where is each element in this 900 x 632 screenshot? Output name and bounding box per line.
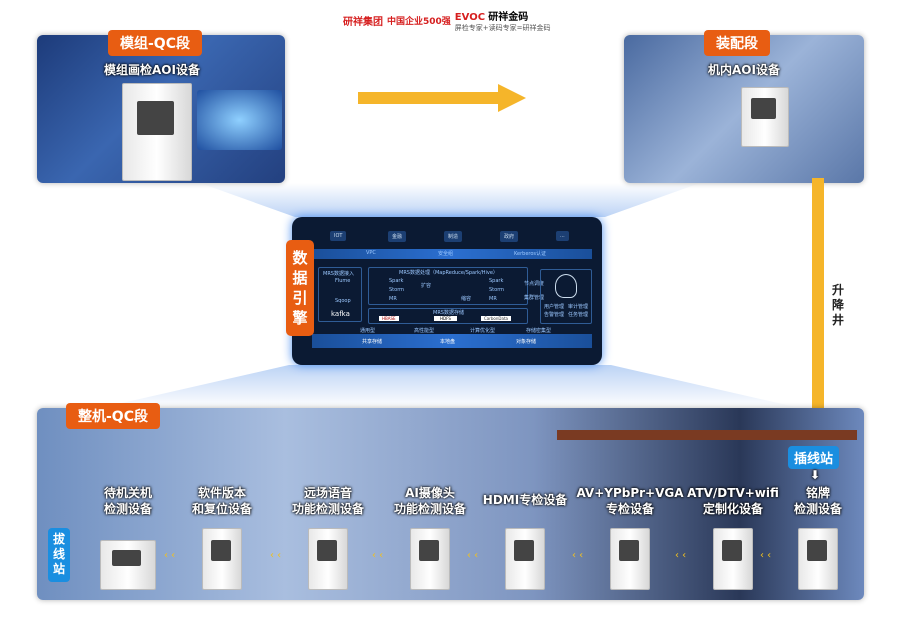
scale-out: 扩容: [421, 283, 432, 289]
module-qc-tag: 模组-QC段: [108, 30, 202, 56]
process-title: MRS数据处理（MapReduce/Spark/Hive）: [399, 270, 498, 276]
display-panel: [197, 90, 282, 150]
object-storage: 对象存储: [516, 339, 537, 345]
beam-top: [200, 183, 700, 217]
data-engine-label: 数据引擎: [292, 249, 308, 327]
device-label: 待机关机 检测设备: [103, 486, 152, 516]
test-machine: [410, 528, 450, 590]
device-label: 软件版本 和复位设备: [191, 486, 252, 516]
scale-in: 缩容: [461, 296, 472, 302]
storage-layer: [312, 334, 592, 348]
storage-carbondata: CarbonData: [481, 316, 511, 321]
process-box: MRS数据处理（MapReduce/Spark/Hive） Spark Stor…: [368, 267, 528, 305]
test-machine: [308, 528, 348, 590]
ingest-box: MRS数据接入 Flume Sqoop kafka: [318, 267, 362, 322]
assembly-tag: 装配段: [704, 30, 770, 56]
flow-arrow-left-icon: ‹ ‹: [675, 550, 687, 561]
chip-more: ...: [556, 231, 569, 241]
chip-iot: IOT: [330, 231, 347, 241]
flow-arrow-down: [805, 178, 831, 442]
device-label: 铭牌 检测设备: [793, 486, 842, 516]
flow-arrow-right: [358, 84, 526, 112]
data-engine-panel: IOT 金融 制造 政府 ... VPC 安全组 Kerberos认证 MRS数…: [292, 217, 602, 365]
user-management: 用户管理: [544, 304, 565, 310]
instance-high-performance: 高性能型: [414, 328, 435, 334]
network-layer: [312, 249, 592, 259]
plug-in-station: 插线站: [788, 446, 840, 469]
network-security-group: 安全组: [438, 251, 454, 257]
flow-arrow-left-icon: ‹ ‹: [270, 550, 282, 561]
red-beam: [557, 430, 857, 440]
task-management: 任务管理: [568, 312, 589, 318]
unplug-label: 拔线站: [52, 532, 65, 576]
test-machine: [798, 528, 838, 590]
lift-label: 升降井: [832, 283, 845, 327]
ingest-flume: Flume: [335, 278, 351, 284]
storage-hdfs: HDFS: [434, 316, 457, 321]
device-label: AV+YPbPr+VGA 专检设备: [576, 486, 684, 516]
flow-arrow-left-icon: ‹ ‹: [372, 550, 384, 561]
aoi-machine: [741, 87, 789, 147]
test-machine: [202, 528, 242, 590]
process-storm-2: Storm: [489, 287, 505, 293]
aoi-machine: [122, 83, 192, 181]
flow-arrow-left-icon: ‹ ‹: [164, 550, 176, 561]
network-kerberos: Kerberos认证: [514, 251, 547, 257]
unplug-station: 拔线站: [48, 528, 70, 582]
local-disk: 本地盘: [440, 339, 456, 345]
instance-general: 通用型: [360, 328, 376, 334]
down-arrow-icon: ⬇: [810, 468, 821, 482]
process-spark-2: Spark: [489, 278, 504, 284]
storage-box: MRS数据存储 HBASE HDFS CarbonData: [368, 308, 528, 324]
logo-brand: 研祥集团: [343, 16, 383, 28]
ingest-sqoop: Sqoop: [335, 298, 351, 304]
device-label: ATV/DTV+wifi 定制化设备: [687, 486, 779, 516]
test-machine: [100, 540, 156, 590]
assembly-photo: 机内AOI设备: [624, 35, 864, 183]
instance-storage: 存储密集型: [526, 328, 552, 334]
process-mr: MR: [389, 296, 397, 302]
device-label: 远场语音 功能检测设备: [291, 486, 364, 516]
assembly-device-label: 机内AOI设备: [708, 63, 780, 77]
brain-gear-icon: [555, 274, 577, 298]
shared-storage: 共享存储: [362, 339, 383, 345]
test-machine: [713, 528, 753, 590]
flow-arrow-left-icon: ‹ ‹: [760, 550, 772, 561]
instance-compute: 计算优化型: [470, 328, 496, 334]
data-engine-tag: 数据引擎: [286, 240, 314, 336]
logo-evoc: EVOC: [454, 11, 486, 23]
logo-slogan: 屏检专家+读码专家=研祥金码: [454, 23, 551, 32]
alarm-management: 告警管理: [544, 312, 565, 318]
process-spark: Spark: [389, 278, 404, 284]
logo-rank: 中国企业500强: [387, 16, 451, 27]
final-qc-tag: 整机-QC段: [66, 403, 160, 429]
chip-government: 政府: [500, 231, 519, 242]
network-vpc: VPC: [366, 250, 376, 256]
device-label: HDMI专检设备: [482, 493, 568, 507]
device-label: AI摄像头 功能检测设备: [393, 486, 466, 516]
storage-hbase: HBASE: [379, 316, 399, 321]
cluster-management: 集群管理: [524, 295, 545, 301]
beam-bottom: [100, 365, 800, 408]
company-logo: 研祥集团 中国企业500强 EVOC 研祥金码 屏检专家+读码专家=研祥金码: [343, 6, 573, 34]
test-machine: [610, 528, 650, 590]
ingest-kafka: kafka: [331, 310, 350, 318]
management-box: 用户管理 审计管理 告警管理 任务管理: [540, 269, 592, 324]
chip-finance: 金融: [388, 231, 407, 242]
ingest-title: MRS数据接入: [323, 271, 354, 277]
process-mr-2: MR: [489, 296, 497, 302]
flow-arrow-left-icon: ‹ ‹: [572, 550, 584, 561]
test-machine: [505, 528, 545, 590]
logo-product: 研祥金码: [488, 11, 529, 23]
storage-title: MRS数据存储: [433, 310, 464, 316]
module-qc-photo: 模组画检AOI设备: [37, 35, 285, 183]
module-device-label: 模组画检AOI设备: [104, 63, 200, 77]
process-storm: Storm: [389, 287, 405, 293]
node-scheduling: 节点调度: [524, 281, 545, 287]
audit-management: 审计管理: [568, 304, 589, 310]
chip-manufacturing: 制造: [444, 231, 463, 242]
flow-arrow-left-icon: ‹ ‹: [467, 550, 479, 561]
